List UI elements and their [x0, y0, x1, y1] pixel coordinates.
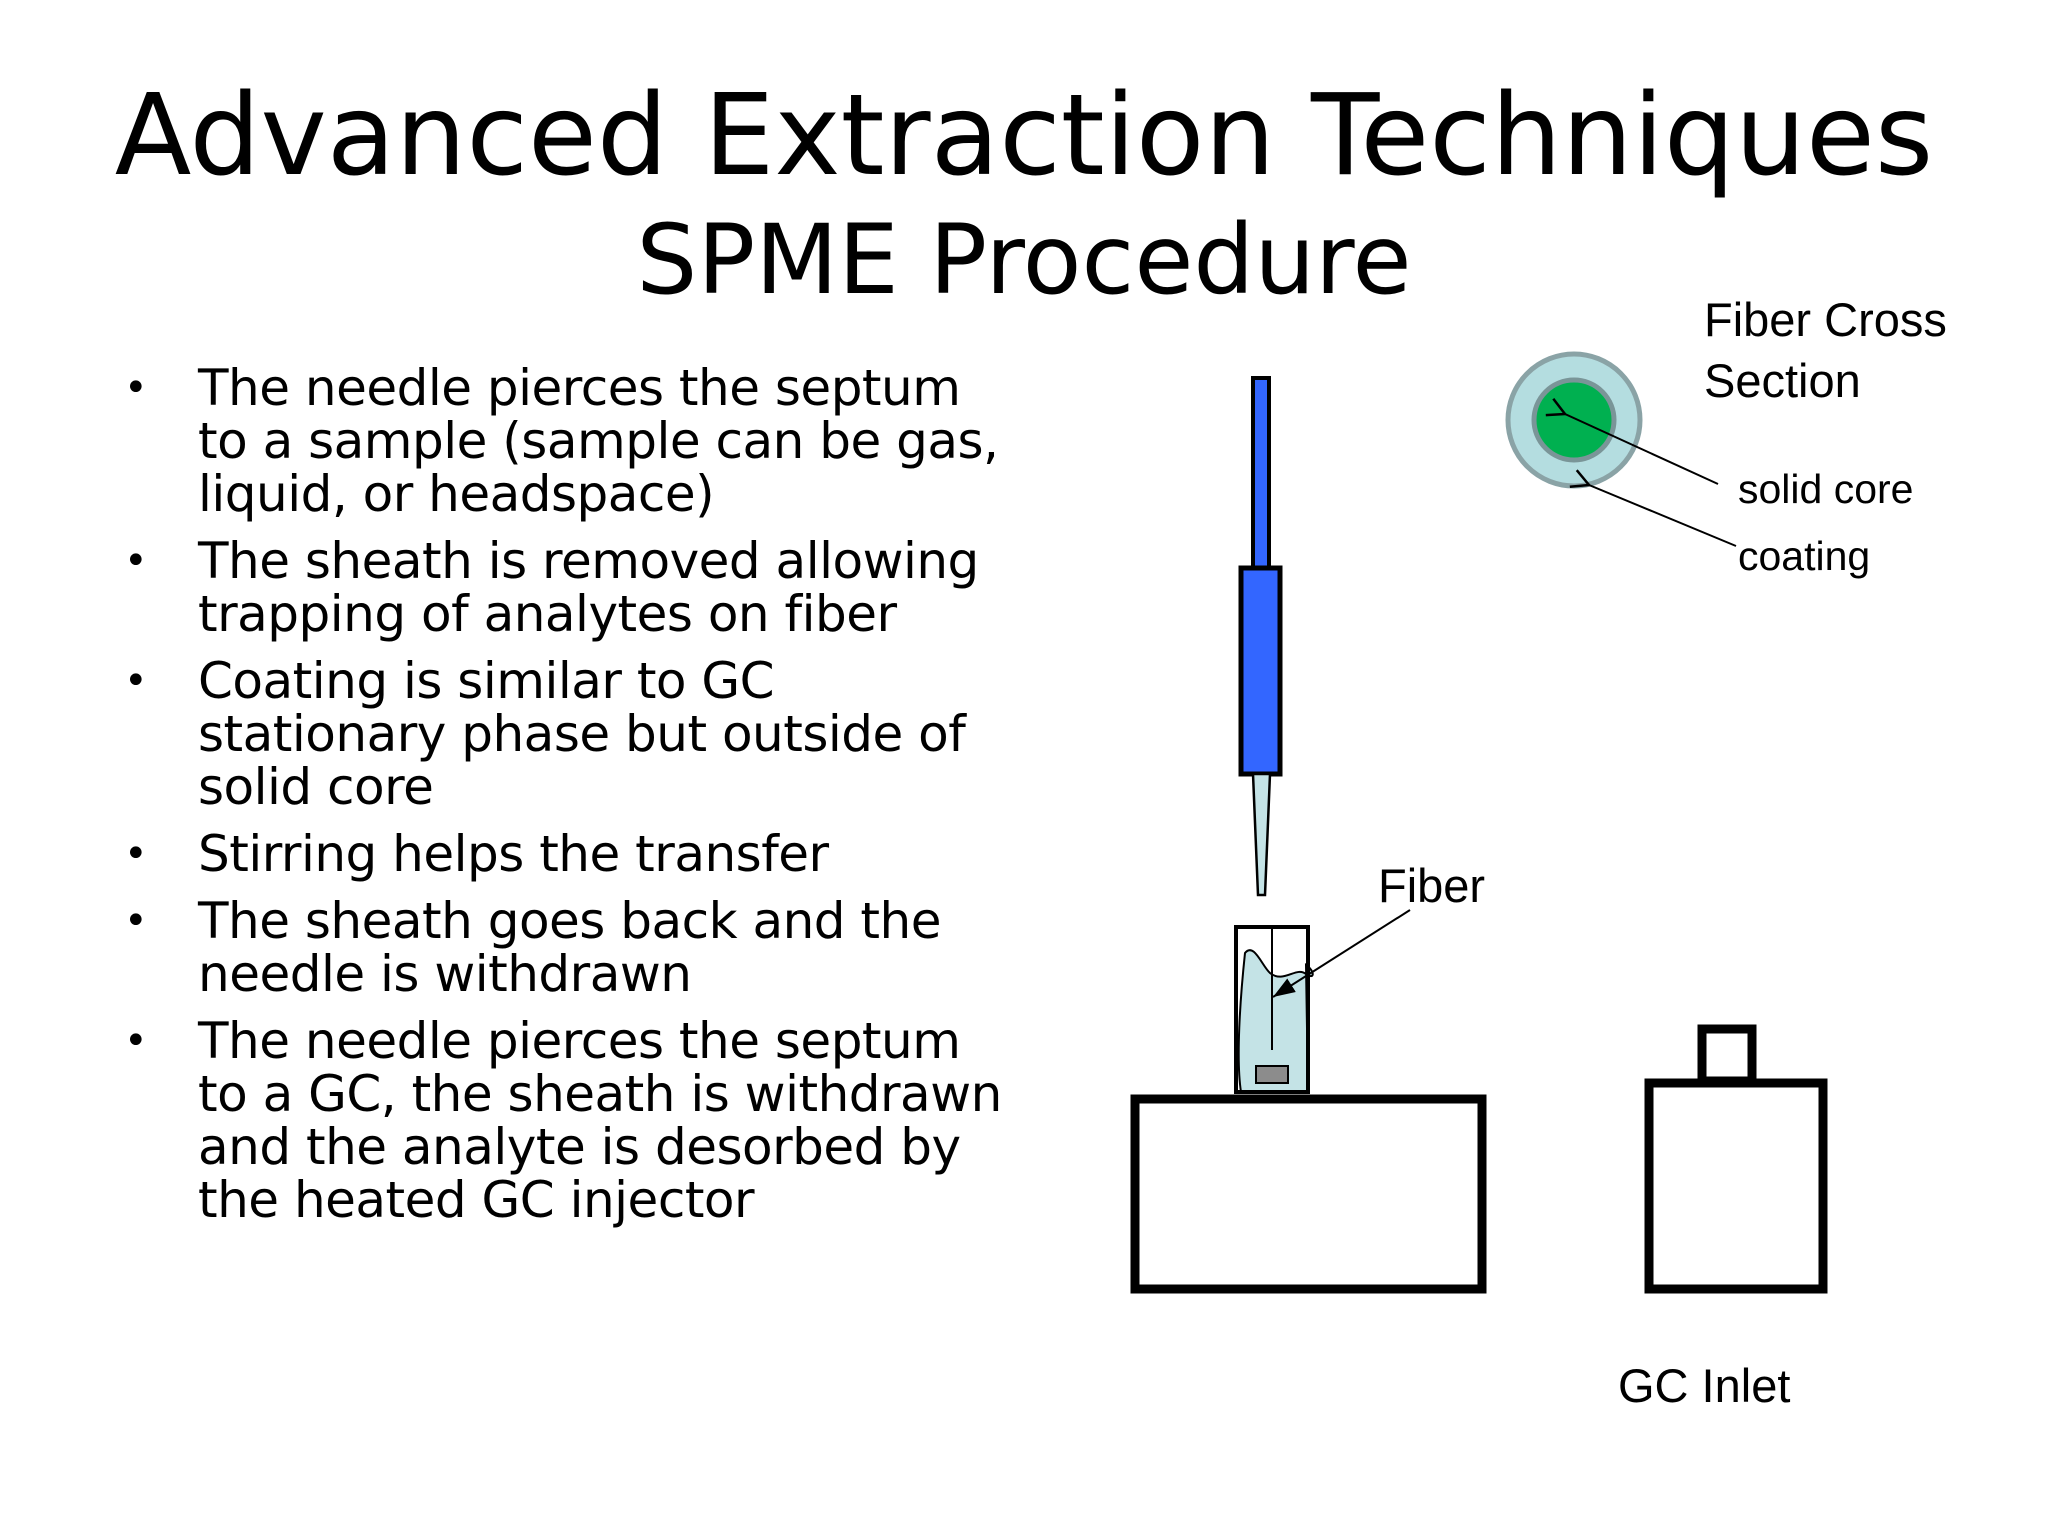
bullet-item: • The sheath is removed allowing trappin… — [120, 535, 1020, 641]
bullet-dot: • — [124, 365, 148, 411]
bullet-list: • The needle pierces the septum to a sam… — [120, 362, 1020, 1241]
bullet-text: Stirring helps the transfer — [198, 825, 829, 883]
bullet-text: The sheath goes back and the needle is w… — [198, 892, 941, 1003]
bullet-dot: • — [124, 831, 148, 877]
bullet-text: The needle pierces the septum to a sampl… — [198, 359, 999, 523]
cross-section-label-line1: Fiber Cross — [1704, 293, 1947, 346]
bullet-item: • Coating is similar to GC stationary ph… — [120, 655, 1020, 814]
gc-inlet-label: GC Inlet — [1618, 1359, 1790, 1412]
bullet-item: • The needle pierces the septum to a sam… — [120, 362, 1020, 521]
stir-bar — [1255, 1065, 1289, 1084]
coating-pointer — [1569, 469, 1737, 547]
sample-vial — [1234, 925, 1314, 1094]
bullet-text: The sheath is removed allowing trapping … — [198, 532, 979, 643]
bullet-text: The needle pierces the septum to a GC, t… — [198, 1012, 1002, 1229]
stir-plate — [1130, 1094, 1487, 1294]
solid-core-label: solid core — [1738, 466, 1913, 512]
syringe-barrel — [1238, 565, 1283, 777]
bullet-dot: • — [124, 898, 148, 944]
syringe — [1238, 376, 1283, 897]
solid-core-pointer — [1545, 397, 1719, 485]
solid-core-circle — [1531, 377, 1617, 463]
coating-label: coating — [1738, 533, 1870, 579]
bullet-dot: • — [124, 658, 148, 704]
bullet-item: • The needle pierces the septum to a GC,… — [120, 1015, 1020, 1227]
bullet-dot: • — [124, 1018, 148, 1064]
bullet-item: • Stirring helps the transfer — [120, 828, 1020, 881]
syringe-needle — [1251, 772, 1272, 897]
bullet-dot: • — [124, 538, 148, 584]
slide-subtitle: SPME Procedure — [636, 204, 1412, 316]
bullet-text: Coating is similar to GC stationary phas… — [198, 652, 966, 816]
bullet-item: • The sheath goes back and the needle is… — [120, 895, 1020, 1001]
fiber-pointer — [1272, 909, 1411, 998]
slide-title: Advanced Extraction Techniques — [114, 71, 1934, 201]
gc-inlet-neck — [1697, 1024, 1757, 1086]
gc-inlet-body — [1644, 1078, 1828, 1294]
fiber-label: Fiber — [1378, 859, 1485, 912]
fiber-cross-section — [1505, 351, 1643, 489]
cross-section-label-line2: Section — [1704, 354, 1861, 407]
syringe-plunger — [1251, 376, 1271, 572]
gc-inlet — [1644, 1024, 1828, 1294]
